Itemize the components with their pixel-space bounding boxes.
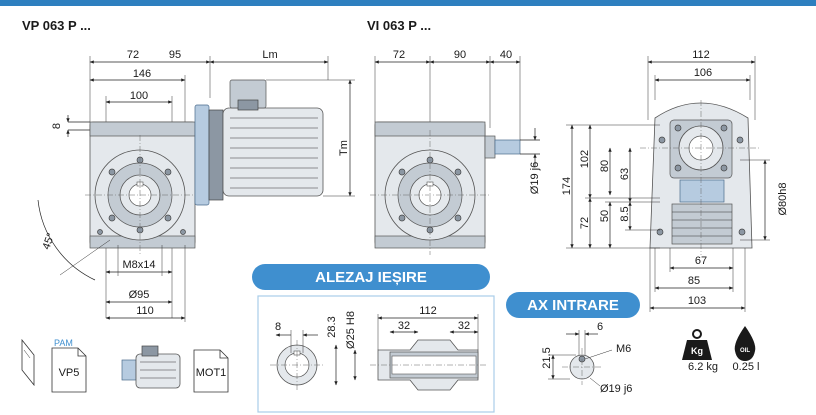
mot1-card-icon bbox=[193, 349, 229, 393]
input-dim-6: 6 bbox=[597, 321, 603, 333]
vp-dim-72: 72 bbox=[127, 49, 139, 61]
mot1-label: MOT1 bbox=[196, 367, 227, 379]
bore-header: ALEZAJ IEȘIRE bbox=[315, 269, 427, 286]
oil-icon-label: OIL bbox=[740, 348, 750, 354]
vp-dim-146: 146 bbox=[133, 68, 151, 80]
vp-drawing bbox=[37, 56, 355, 322]
bore-dim-32-left: 32 bbox=[398, 320, 410, 332]
vp-angle-45: 45° bbox=[40, 231, 57, 251]
bore-dim-8: 8 bbox=[275, 321, 281, 333]
weight-icon bbox=[682, 329, 712, 360]
vp-dim-8: 8 bbox=[51, 123, 63, 129]
input-thread-m6: M6 bbox=[616, 343, 631, 355]
vi-drawing bbox=[370, 56, 540, 255]
pam-label: PAM bbox=[54, 338, 73, 348]
side-dim-103: 103 bbox=[688, 295, 706, 307]
side-dim-72: 72 bbox=[579, 217, 591, 229]
vp-dim-tm: Tm bbox=[338, 140, 350, 156]
vi-title: VI 063 P ... bbox=[367, 18, 431, 33]
vp-dim-lm: Lm bbox=[262, 49, 277, 61]
oil-value: 0.25 l bbox=[733, 361, 760, 373]
side-dim-80h8: Ø80h8 bbox=[777, 182, 789, 215]
side-dim-102: 102 bbox=[579, 150, 591, 168]
vp-thread-m8: M8x14 bbox=[122, 259, 155, 271]
side-dim-85: 85 bbox=[688, 275, 700, 287]
bore-drawing bbox=[270, 314, 486, 391]
vi-dim-19-j6: Ø19 j6 bbox=[529, 162, 541, 194]
side-drawing bbox=[566, 56, 770, 312]
bore-dim-32-right: 32 bbox=[458, 320, 470, 332]
side-dim-67: 67 bbox=[695, 255, 707, 267]
side-dim-63: 63 bbox=[619, 168, 631, 180]
vp-dim-95-dia: Ø95 bbox=[129, 289, 150, 301]
weight-value: 6.2 kg bbox=[688, 361, 718, 373]
side-dim-80: 80 bbox=[599, 160, 611, 172]
pam-card-icon bbox=[51, 347, 87, 393]
bore-dim-25h8: Ø25 H8 bbox=[345, 311, 357, 349]
side-dim-8-5: 8.5 bbox=[619, 206, 631, 221]
vp-dim-95: 95 bbox=[169, 49, 181, 61]
vi-dim-72: 72 bbox=[393, 49, 405, 61]
input-header: AX INTRARE bbox=[527, 297, 619, 314]
vi-dim-40: 40 bbox=[500, 49, 512, 61]
vp-dim-100: 100 bbox=[130, 90, 148, 102]
bore-dim-112: 112 bbox=[419, 305, 437, 317]
vp-title: VP 063 P ... bbox=[22, 18, 91, 33]
side-dim-106: 106 bbox=[694, 67, 712, 79]
input-dim-19-j6: Ø19 j6 bbox=[600, 383, 632, 395]
input-drawing bbox=[548, 330, 613, 387]
vp-dim-110: 110 bbox=[136, 305, 154, 317]
input-header-pill bbox=[506, 292, 640, 318]
vp5-label: VP5 bbox=[59, 367, 80, 379]
side-dim-174: 174 bbox=[561, 177, 573, 195]
bore-header-pill bbox=[252, 264, 490, 290]
oil-drop-icon bbox=[734, 326, 756, 361]
side-dim-112: 112 bbox=[692, 49, 710, 61]
vi-dim-90: 90 bbox=[454, 49, 466, 61]
top-accent-bar bbox=[0, 0, 816, 6]
motor-icon bbox=[121, 345, 181, 389]
weight-icon-label: Kg bbox=[691, 346, 703, 356]
mounting-bracket-icon bbox=[21, 338, 35, 387]
input-dim-21-5: 21.5 bbox=[541, 347, 553, 368]
side-dim-50: 50 bbox=[599, 210, 611, 222]
bore-dim-28-3: 28.3 bbox=[326, 316, 338, 337]
